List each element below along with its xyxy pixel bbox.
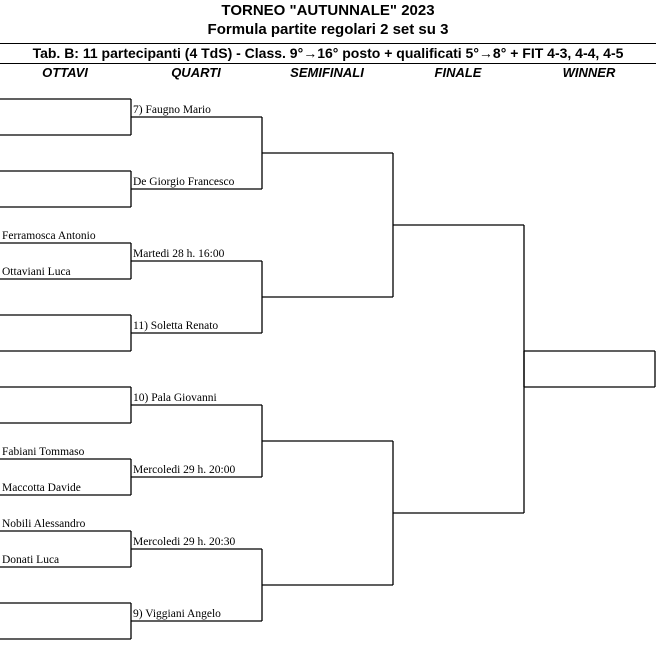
slot-label-quarti-8: 9) Viggiani Angelo <box>133 608 221 620</box>
round-header-winner: WINNER <box>562 65 616 80</box>
slot-label-quarti-4: 11) Soletta Renato <box>133 320 218 332</box>
slot-label-quarti-5: 10) Pala Giovanni <box>133 392 217 404</box>
slot-label-ottavi-12: Maccotta Davide <box>2 482 81 494</box>
round-header-ottavi: OTTAVI <box>42 65 88 80</box>
round-header-quarti: QUARTI <box>171 65 221 80</box>
slot-label-ottavi-11: Fabiani Tommaso <box>2 446 85 458</box>
slot-label-quarti-7: Mercoledi 29 h. 20:30 <box>133 536 235 548</box>
tournament-title: TORNEO "AUTUNNALE" 2023 <box>221 2 435 19</box>
slot-label-quarti-3: Martedi 28 h. 16:00 <box>133 248 225 260</box>
slot-label-quarti-2: De Giorgio Francesco <box>133 176 235 188</box>
slot-label-ottavi-13: Nobili Alessandro <box>2 518 86 530</box>
slot-label-ottavi-14: Donati Luca <box>2 554 59 566</box>
slot-label-quarti-6: Mercoledi 29 h. 20:00 <box>133 464 235 476</box>
slot-label-ottavi-5: Ferramosca Antonio <box>2 230 96 242</box>
round-header-semifinali: SEMIFINALI <box>290 65 364 80</box>
slot-label-quarti-1: 7) Faugno Mario <box>133 104 211 116</box>
slot-label-ottavi-6: Ottaviani Luca <box>2 266 71 278</box>
round-header-finale: FINALE <box>434 65 482 80</box>
tournament-info-bar: Tab. B: 11 partecipanti (4 TdS) - Class.… <box>0 43 656 64</box>
tournament-subtitle: Formula partite regolari 2 set su 3 <box>207 21 449 38</box>
